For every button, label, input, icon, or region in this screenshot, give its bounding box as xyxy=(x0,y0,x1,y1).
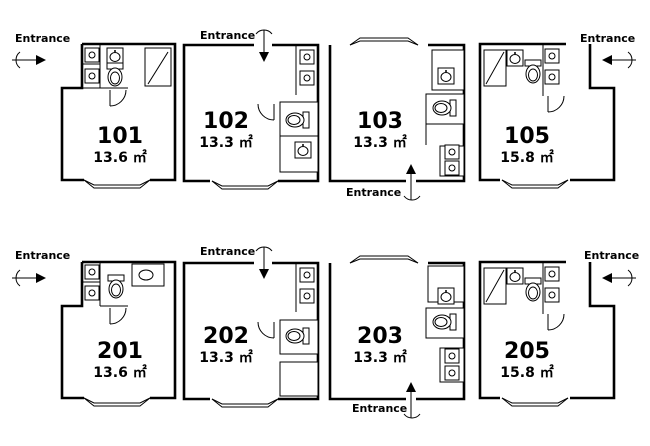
unit-number-201: 201 xyxy=(97,339,143,364)
entrance-label-201: Entrance xyxy=(15,249,70,262)
unit-102: Entrance 102 13.3 ㎡ xyxy=(182,29,320,190)
unit-number-202: 202 xyxy=(203,324,249,349)
unit-205: Entrance 205 15.8 ㎡ xyxy=(478,249,639,407)
unit-area-103: 13.3 ㎡ xyxy=(353,134,406,151)
unit-area-205: 15.8 ㎡ xyxy=(500,364,553,381)
entrance-label-203: Entrance xyxy=(352,402,407,415)
entrance-label-102: Entrance xyxy=(200,29,255,42)
unit-number-102: 102 xyxy=(203,109,249,134)
entrance-label-205: Entrance xyxy=(584,249,639,262)
unit-202: Entrance 202 13.3 ㎡ xyxy=(182,245,320,408)
unit-number-203: 203 xyxy=(357,324,403,349)
unit-area-105: 15.8 ㎡ xyxy=(500,149,553,166)
unit-area-201: 13.6 ㎡ xyxy=(93,364,146,381)
unit-101: Entrance 101 13.6 ㎡ xyxy=(12,32,177,189)
unit-number-205: 205 xyxy=(504,339,550,364)
unit-201: Entrance 201 13.6 ㎡ xyxy=(12,249,177,407)
entrance-label-103: Entrance xyxy=(346,186,401,199)
entrance-label-101: Entrance xyxy=(15,32,70,45)
unit-103: Entrance 103 13.3 ㎡ xyxy=(328,37,466,201)
unit-number-101: 101 xyxy=(97,124,143,149)
entrance-label-105: Entrance xyxy=(580,32,635,45)
unit-203: Entrance 203 13.3 ㎡ xyxy=(328,255,466,419)
unit-number-103: 103 xyxy=(357,109,403,134)
unit-area-202: 13.3 ㎡ xyxy=(199,349,252,366)
unit-105: Entrance 105 15.8 ㎡ xyxy=(478,32,636,189)
unit-number-105: 105 xyxy=(504,124,550,149)
unit-area-102: 13.3 ㎡ xyxy=(199,134,252,151)
entrance-label-202: Entrance xyxy=(200,245,255,258)
unit-area-101: 13.6 ㎡ xyxy=(93,149,146,166)
unit-area-203: 13.3 ㎡ xyxy=(353,349,406,366)
